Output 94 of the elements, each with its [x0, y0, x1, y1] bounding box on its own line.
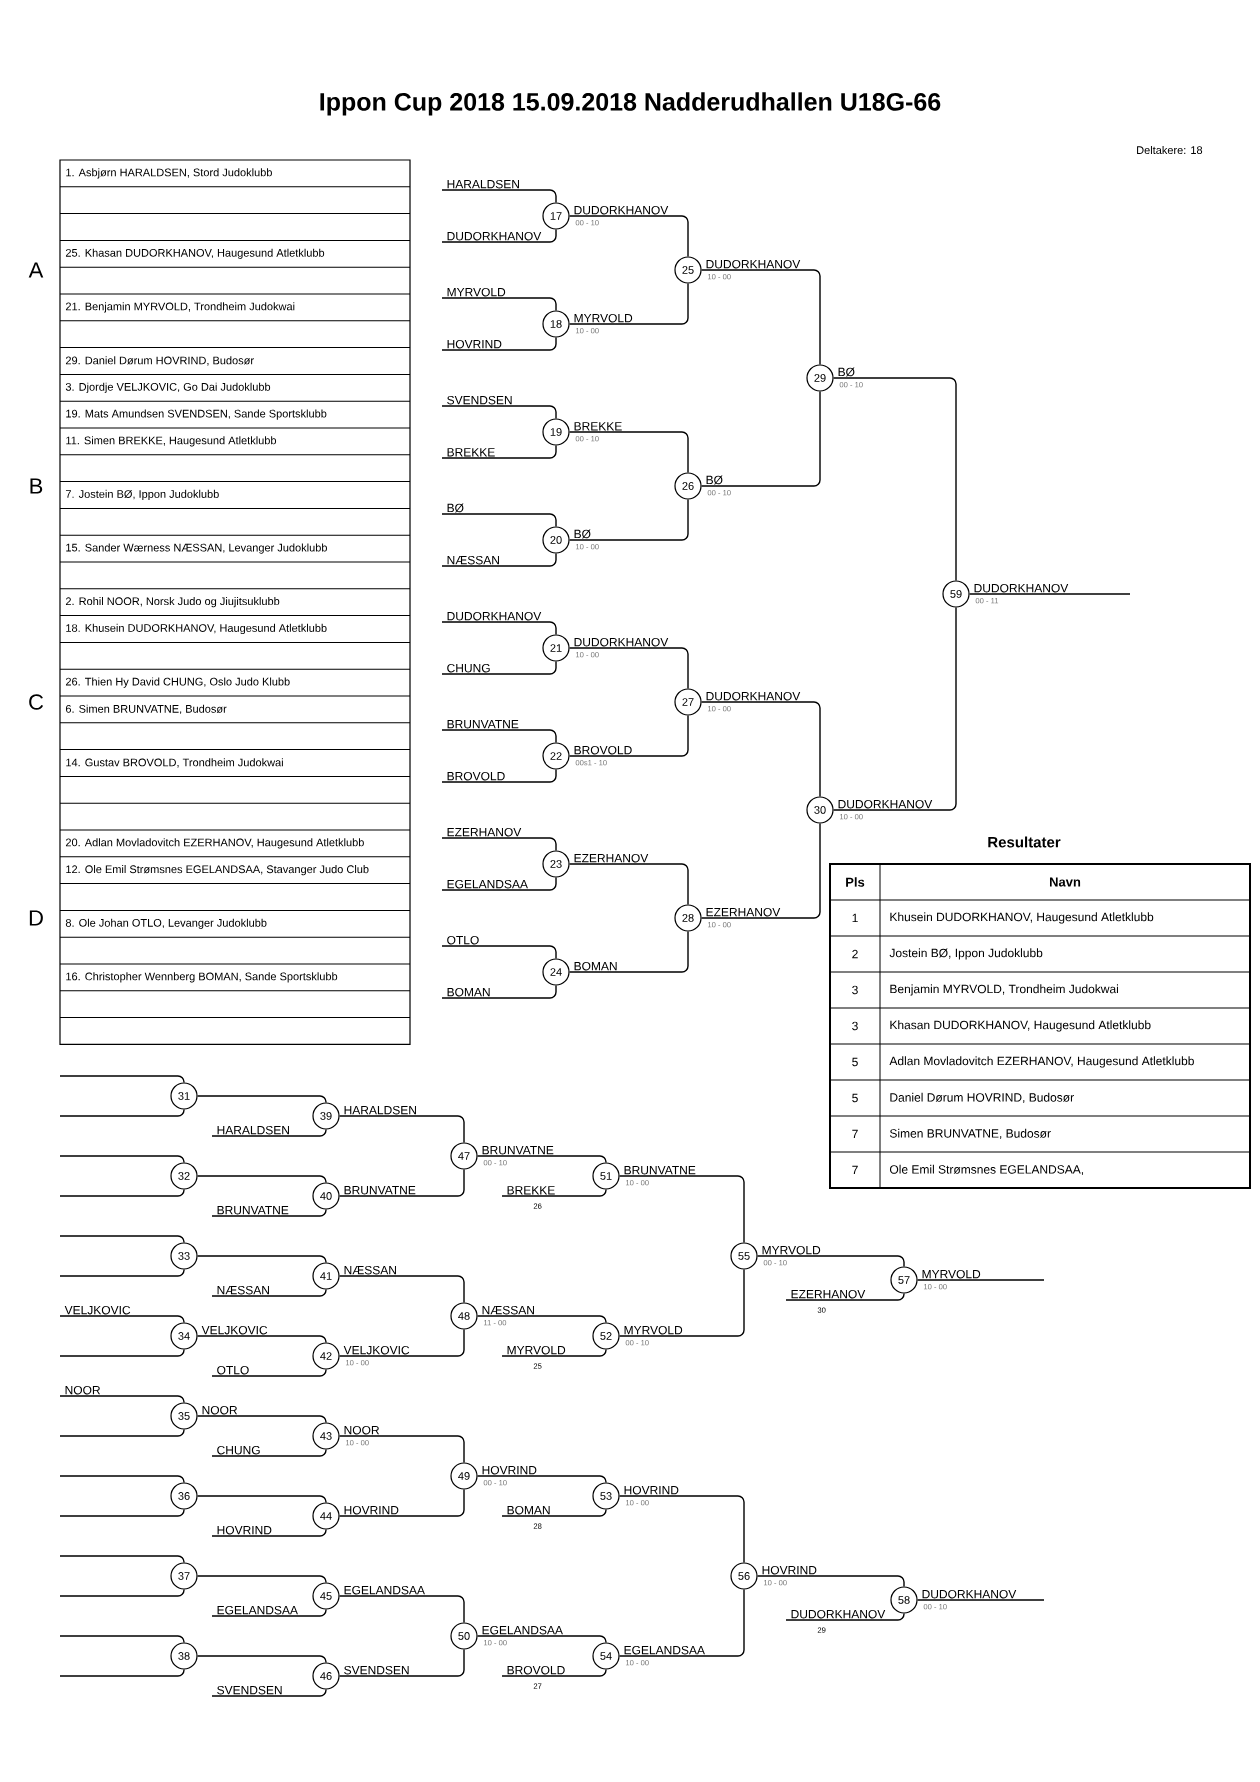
bracket-line [501, 1348, 607, 1357]
bracket-line [476, 1315, 607, 1324]
bracket-line [196, 1655, 327, 1664]
bracket-line [211, 1608, 327, 1617]
bracket-line [441, 228, 557, 243]
bracket-line [832, 606, 957, 811]
bracket-line [59, 1315, 185, 1324]
bracket-line [441, 660, 557, 675]
bracket-line [338, 1595, 465, 1624]
bracket-line [618, 1268, 745, 1337]
bracket-line [211, 1128, 327, 1137]
bracket-line [196, 1255, 327, 1264]
bracket-line [196, 1335, 327, 1344]
bracket-line [196, 1415, 327, 1424]
bracket-line [568, 498, 689, 541]
bracket-line [59, 1268, 185, 1277]
bracket-line [441, 513, 557, 528]
bracket-line [441, 552, 557, 567]
bracket-line [59, 1588, 185, 1597]
bracket-line [59, 1188, 185, 1197]
bracket-line [700, 701, 821, 798]
bracket-line [618, 1495, 745, 1564]
bracket-line [338, 1115, 465, 1144]
group-letter: A [28, 262, 44, 278]
bracket-line [211, 1288, 327, 1297]
bracket-line [441, 876, 557, 891]
bracket-line [568, 930, 689, 973]
bracket-line [196, 1495, 327, 1504]
bracket-line [211, 1208, 327, 1217]
bracket-line [441, 405, 557, 420]
bracket-line [441, 768, 557, 783]
bracket-line [785, 1612, 905, 1621]
bracket-line [59, 1155, 185, 1164]
bracket-line [59, 1508, 185, 1517]
bracket-line [59, 1668, 185, 1677]
bracket-line [441, 336, 557, 351]
bracket-line [59, 1235, 185, 1244]
bracket-line [501, 1508, 607, 1517]
bracket-line [700, 822, 821, 919]
bracket-line [59, 1428, 185, 1437]
bracket-line [618, 1175, 745, 1244]
bracket-line [211, 1448, 327, 1457]
bracket-line [59, 1635, 185, 1644]
bracket-line [338, 1168, 465, 1197]
bracket-line [916, 1279, 1045, 1281]
title: Ippon Cup 2018 15.09.2018 Nadderudhallen U18G-66 [320, 92, 941, 116]
bracket-line [59, 1075, 185, 1084]
bracket-line [59, 1348, 185, 1357]
bracket-line [59, 1108, 185, 1117]
bracket-line [441, 945, 557, 960]
bracket-line [441, 444, 557, 459]
bracket-line [501, 1188, 607, 1197]
bracket-line [338, 1275, 465, 1304]
bracket-line [568, 431, 689, 474]
bracket-line [476, 1475, 607, 1484]
bracket-line [338, 1648, 465, 1677]
bracket-line [968, 593, 1131, 595]
bracket-line [568, 714, 689, 757]
bracket-line [756, 1575, 905, 1588]
group-letter: D [29, 910, 43, 926]
bracket-line [785, 1292, 905, 1301]
bracket-line [196, 1575, 327, 1584]
bracket-line [441, 621, 557, 636]
bracket-line [832, 377, 957, 582]
bracket-line [338, 1328, 465, 1357]
bracket-line [211, 1528, 327, 1537]
bracket-line [338, 1435, 465, 1464]
bracket-line [441, 984, 557, 999]
bracket-line [700, 269, 821, 366]
group-letter: B [30, 478, 43, 494]
bracket-line [476, 1155, 607, 1164]
bracket-line [568, 863, 689, 906]
bracket-line [59, 1555, 185, 1564]
bracket-line [441, 837, 557, 852]
bracket-line [568, 647, 689, 690]
bracket-line [618, 1588, 745, 1657]
bracket-line [441, 189, 557, 204]
bracket-line [568, 215, 689, 258]
bracket-line [59, 1475, 185, 1484]
group-letter: C [29, 694, 44, 710]
bracket-line [441, 297, 557, 312]
bracket-line [700, 390, 821, 487]
bracket-line [196, 1095, 327, 1104]
bracket-line [338, 1488, 465, 1517]
bracket-line [59, 1395, 185, 1404]
bracket-line [211, 1688, 327, 1697]
bracket-line [916, 1599, 1045, 1601]
bracket-line [211, 1368, 327, 1377]
bracket-line [441, 729, 557, 744]
bracket-line [196, 1175, 327, 1184]
bracket-line [501, 1668, 607, 1677]
bracket-line [568, 282, 689, 325]
bracket-line [756, 1255, 905, 1268]
bracket-line [476, 1635, 607, 1644]
